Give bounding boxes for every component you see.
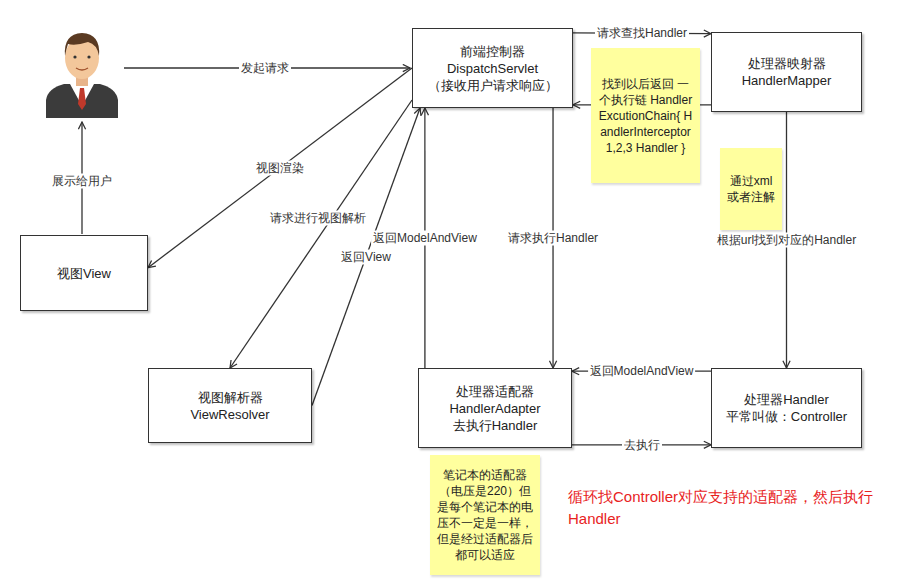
node-text: 处理器映射器	[748, 55, 826, 72]
node-text: 通过xml或者注解	[725, 173, 777, 205]
node-text: （接收用户请求响应）	[428, 77, 558, 94]
edge-label: 请求查找Handler	[595, 26, 689, 41]
mapper-box: 处理器映射器HandlerMapper	[711, 32, 862, 112]
edge-label: 返回ModelAndView	[588, 364, 696, 379]
handler-box: 处理器Handler平常叫做：Controller	[711, 368, 862, 448]
controller-box: 前端控制器DispatchServlet（接收用户请求响应）	[412, 28, 573, 108]
node-text: HandlerMapper	[742, 72, 832, 89]
sticky-note: 通过xml或者注解	[720, 148, 782, 230]
edge-label: 返回ModelAndView	[371, 231, 479, 246]
flow-label: 发起请求	[239, 61, 291, 76]
node-text: 处理器适配器	[456, 383, 534, 400]
view-box: 视图View	[20, 235, 148, 311]
edge-label: 根据url找到对应的Handler	[715, 233, 858, 248]
node-text: ViewResolver	[190, 406, 269, 423]
node-text: 视图View	[57, 265, 111, 282]
node-text: 笔记本的适配器（电压是220）但是每个笔记本的电压不一定是一样，但是经过适配器后…	[435, 467, 535, 563]
flow-label: 展示给用户	[50, 174, 114, 189]
edge-label: 请求执行Handler	[506, 231, 600, 246]
node-text: 前端控制器	[460, 43, 525, 60]
user-figure	[46, 33, 118, 118]
node-text: 找到以后返回 一个执行链 HandlerExcutionChain{ Handl…	[596, 76, 695, 156]
edge-label: 去执行	[622, 437, 662, 452]
node-text: 平常叫做：Controller	[726, 408, 847, 425]
node-text: HandlerAdapter	[449, 400, 540, 417]
sticky-note: 找到以后返回 一个执行链 HandlerExcutionChain{ Handl…	[591, 48, 700, 183]
adapter-box: 处理器适配器HandlerAdapter去执行Handler	[418, 368, 572, 448]
node-text: DispatchServlet	[447, 60, 538, 77]
annotation-text: 循环找Controller对应支持的适配器，然后执行Handler	[568, 486, 890, 530]
node-text: 视图解析器	[198, 389, 263, 406]
sticky-note: 笔记本的适配器（电压是220）但是每个笔记本的电压不一定是一样，但是经过适配器后…	[430, 455, 540, 575]
node-text: 处理器Handler	[744, 391, 829, 408]
edge-label: 返回View	[339, 249, 393, 264]
edge-label: 请求进行视图解析	[268, 210, 368, 225]
resolver-box: 视图解析器ViewResolver	[148, 368, 312, 443]
flow-arrow	[312, 108, 420, 406]
node-text: 去执行Handler	[453, 417, 538, 434]
edge-label: 视图渲染	[254, 160, 306, 175]
